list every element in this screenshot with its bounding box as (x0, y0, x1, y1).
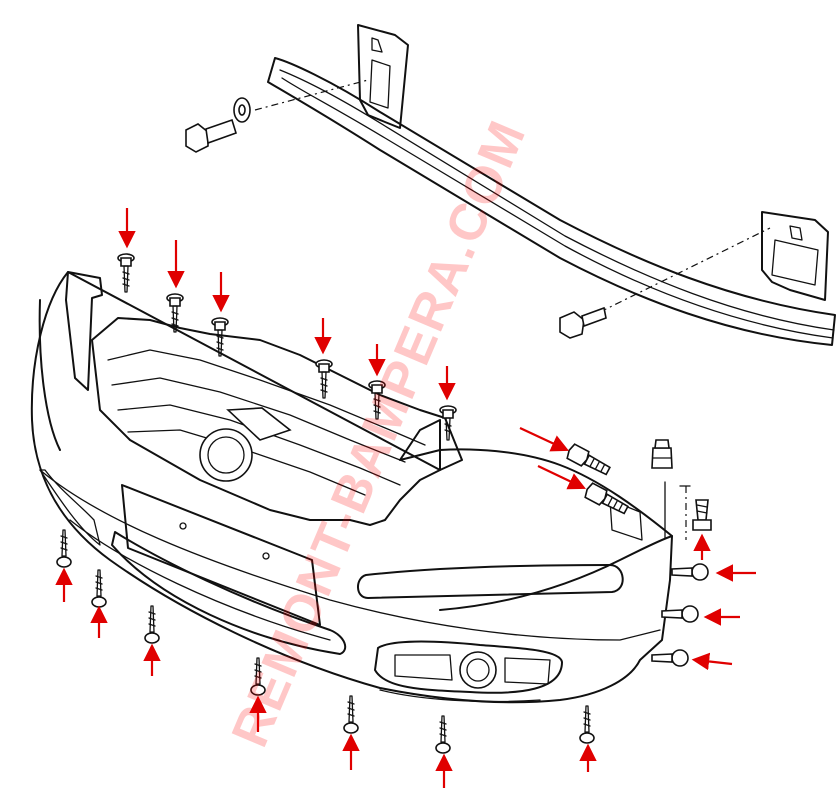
fastener-screw-icon (692, 499, 712, 531)
fastener-screw-icon (343, 695, 359, 734)
fasteners-top-row (117, 253, 457, 441)
clip-nut (651, 439, 673, 469)
arrow-icon (519, 427, 569, 452)
bumper-reinforcement-beam (254, 24, 836, 346)
fasteners-bottom-row (56, 529, 595, 754)
fastener-screw-icon (250, 657, 266, 696)
fastener-bolt-icon (566, 443, 611, 476)
fastener-screw-icon (166, 293, 184, 333)
fastener-screw-icon (661, 605, 699, 623)
fasteners-right-side (566, 439, 712, 667)
fastener-screw-icon (651, 649, 689, 667)
fastener-screw-icon (671, 563, 709, 581)
fastener-bolt-icon (584, 482, 629, 515)
fastener-screw-icon (315, 359, 333, 399)
fastener-screw-icon (211, 317, 229, 357)
arrow-icon (537, 465, 586, 490)
fastener-screw-icon (91, 569, 107, 608)
arrow-icon (691, 652, 733, 671)
fastener-screw-icon (144, 605, 160, 644)
beam-bolt-left (185, 97, 251, 153)
fastener-screw-icon (117, 253, 135, 293)
front-bumper-cover (30, 271, 691, 704)
fastener-screw-icon (435, 715, 451, 754)
fastener-screw-icon (579, 705, 595, 744)
beam-screw-right (559, 306, 607, 339)
fastener-arrows (55, 208, 756, 788)
fastener-screw-icon (368, 380, 386, 420)
fastener-screw-icon (56, 529, 72, 568)
fastener-screw-icon (439, 405, 457, 441)
